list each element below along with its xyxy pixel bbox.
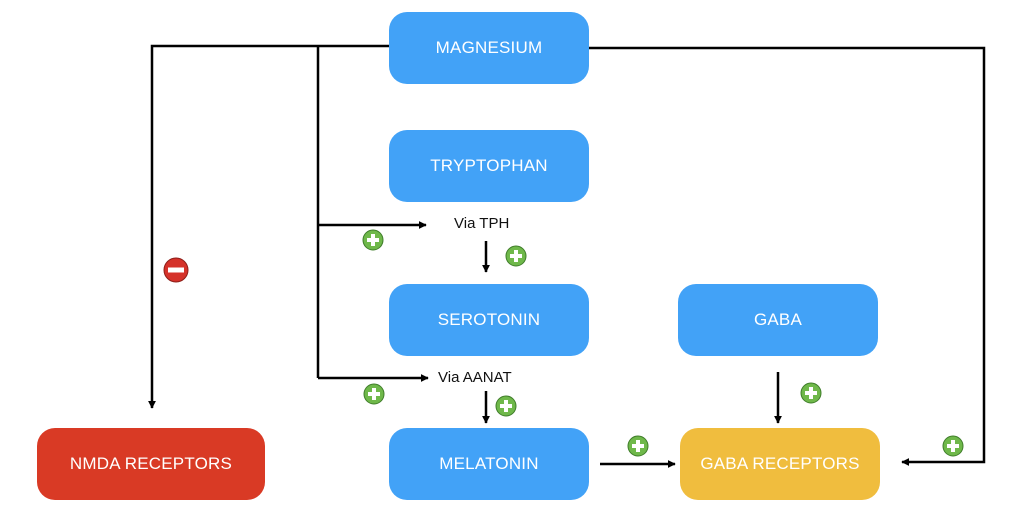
plus-circle-icon [362, 229, 384, 251]
node-magnesium: MAGNESIUM [389, 12, 589, 84]
edge-magnesium-gaba-receptors [589, 46, 986, 466]
node-nmda-receptors: NMDA RECEPTORS [37, 428, 265, 500]
minus-circle-icon [163, 257, 189, 283]
plus-circle-icon [942, 435, 964, 457]
plus-circle-icon [627, 435, 649, 457]
node-serotonin: SEROTONIN [389, 284, 589, 356]
plus-circle-icon [363, 383, 385, 405]
plus-circle-icon [495, 395, 517, 417]
plus-circle-icon [505, 245, 527, 267]
label-via-aanat: Via AANAT [438, 369, 512, 386]
node-melatonin: MELATONIN [389, 428, 589, 500]
edge-magnesium-nmda [148, 44, 389, 409]
node-gaba: GABA [678, 284, 878, 356]
label-via-tph: Via TPH [454, 215, 510, 232]
plus-circle-icon [800, 382, 822, 404]
node-tryptophan: TRYPTOPHAN [389, 130, 589, 202]
node-gaba-receptors: GABA RECEPTORS [680, 428, 880, 500]
